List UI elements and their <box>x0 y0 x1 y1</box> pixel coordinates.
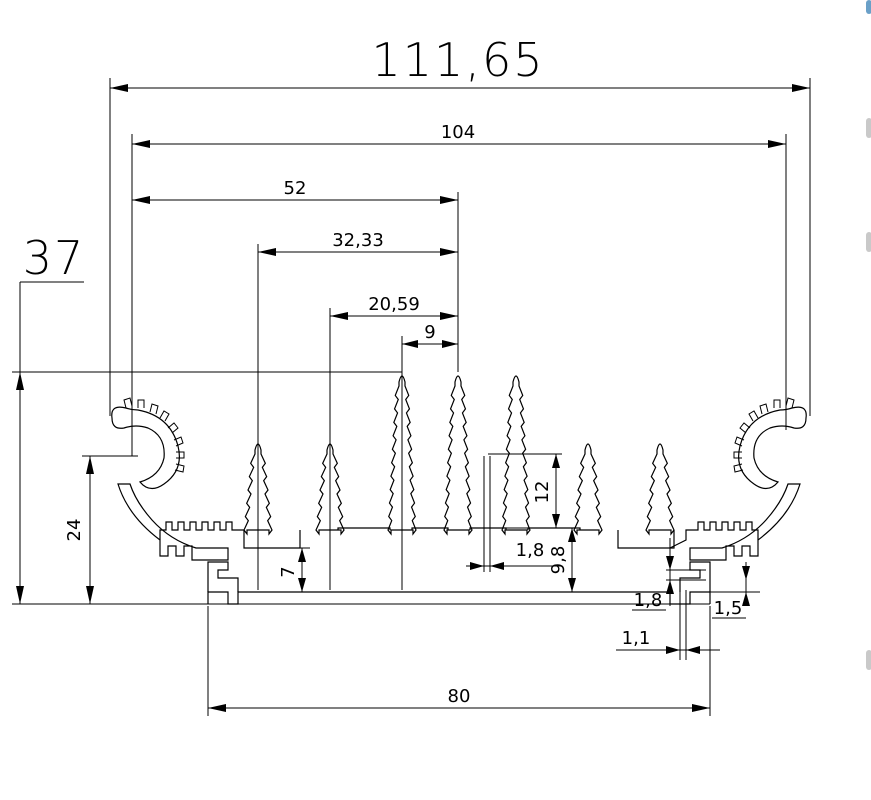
base-plate <box>207 591 711 605</box>
dim-overall-width: 111,65 <box>109 33 811 416</box>
dim-fin-thickness: 1,8 <box>466 456 560 572</box>
dim-overall-width-label: 111,65 <box>372 33 545 87</box>
dim-fin-20: 20,59 <box>329 294 458 590</box>
dim-slot-1-1-label: 1,1 <box>622 628 651 649</box>
dim-fin-thickness-label: 1,8 <box>516 540 545 561</box>
dim-half-width-label: 52 <box>284 178 307 199</box>
dim-fin-12: 12 <box>488 453 578 529</box>
left-clip <box>207 561 239 592</box>
dim-center-width-label: 104 <box>441 122 475 143</box>
dim-height-24: 24 <box>64 455 138 604</box>
dim-fin-32: 32,33 <box>257 230 458 590</box>
fin-5 <box>501 375 531 536</box>
dim-half-width: 52 <box>132 178 459 372</box>
right-clip <box>679 561 711 592</box>
dim-base-width: 80 <box>207 606 711 716</box>
inner-floor <box>243 527 675 549</box>
left-curl <box>111 406 180 490</box>
right-arm <box>689 483 801 561</box>
fins <box>243 375 675 536</box>
right-curl-teeth <box>733 397 795 473</box>
dim-fin-32-label: 32,33 <box>332 230 384 251</box>
edge-accent-mid1 <box>866 118 871 138</box>
dim-pitch-label: 9 <box>424 322 435 343</box>
right-curl <box>738 406 807 490</box>
right-floor-comb <box>669 521 759 549</box>
edge-accent-mid2 <box>866 232 871 252</box>
edge-accent-top <box>866 0 871 14</box>
dim-base-7: 7 <box>270 547 310 592</box>
dim-slot-1-8-label: 1,8 <box>634 590 663 611</box>
dim-base-7-label: 7 <box>278 566 299 577</box>
dim-fin-12-label: 12 <box>532 481 553 504</box>
left-curl-teeth <box>123 397 185 473</box>
dim-pitch: 9 <box>401 322 458 590</box>
dim-fin-20-label: 20,59 <box>368 294 420 315</box>
dim-slot-1-1: 1,1 <box>616 590 720 660</box>
dim-height-24-label: 24 <box>64 519 85 542</box>
dim-height-total: 37 <box>12 231 402 605</box>
fin-4 <box>443 375 473 536</box>
fin-3 <box>387 375 417 536</box>
fin-7 <box>645 443 675 536</box>
dim-base-9-8: 9,8 <box>548 528 576 592</box>
left-floor-comb <box>159 521 244 540</box>
fin-6 <box>573 443 603 536</box>
dim-slot-1-5-label: 1,5 <box>714 598 743 619</box>
dim-base-9-8-label: 9,8 <box>548 546 569 575</box>
dim-center-width: 104 <box>131 122 787 456</box>
edge-accent-mid3 <box>866 650 871 670</box>
dim-base-width-label: 80 <box>448 686 471 707</box>
dimensions: 111,65 104 52 32,33 <box>12 33 811 716</box>
fin-2 <box>315 443 345 536</box>
fin-1 <box>243 443 273 536</box>
left-arm <box>117 483 229 561</box>
dim-height-total-label: 37 <box>23 231 86 285</box>
dim-slot-1-8: 1,8 <box>632 538 706 611</box>
dim-slot-1-5: 1,5 <box>704 562 760 619</box>
